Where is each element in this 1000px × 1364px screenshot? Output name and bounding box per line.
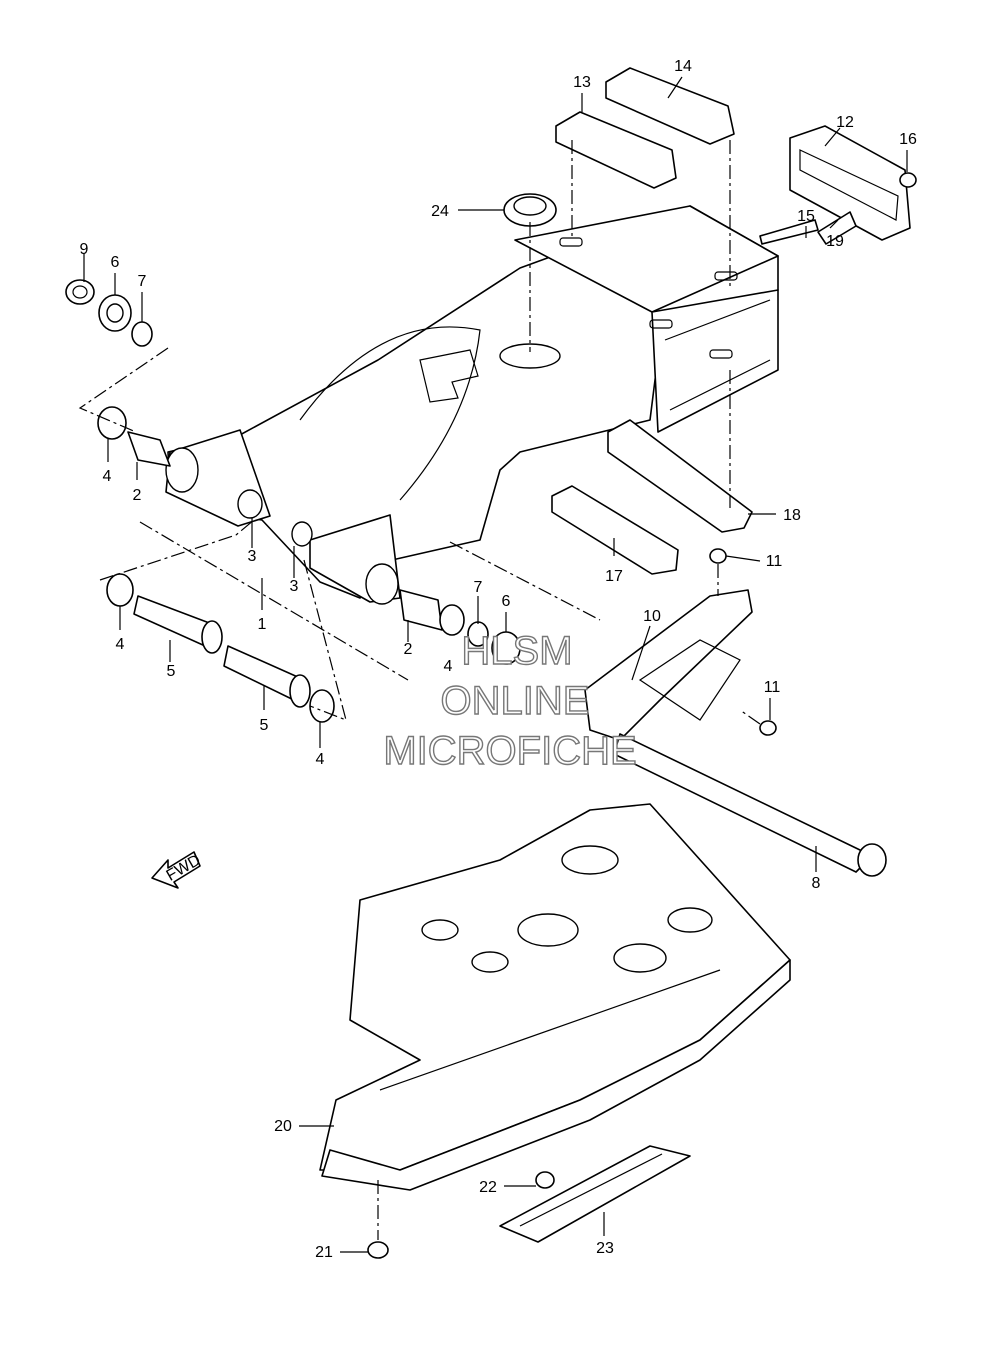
swivel-bracket — [165, 205, 779, 605]
grease-nipple-19 — [817, 211, 857, 245]
plate-18 — [607, 419, 753, 533]
fwd-arrow-icon: FWD — [151, 851, 204, 889]
callout-17: 17 — [605, 568, 623, 585]
callout-12: 12 — [836, 114, 854, 131]
nut-9 — [65, 279, 95, 305]
watermark-line2: ONLINE — [441, 679, 590, 723]
plate-14 — [605, 67, 735, 145]
callout-3: 3 — [248, 548, 257, 565]
callout-6: 6 — [502, 593, 511, 610]
callout-8: 8 — [812, 875, 821, 892]
washer-7 — [131, 321, 153, 347]
anode-23 — [499, 1145, 691, 1243]
bolt-22 — [535, 1171, 555, 1189]
callout-18: 18 — [783, 507, 801, 524]
bolt-21 — [367, 1241, 389, 1259]
bracket-10 — [584, 589, 753, 741]
callout-7: 7 — [474, 579, 483, 596]
callout-23: 23 — [596, 1240, 614, 1257]
callout-19: 19 — [826, 233, 844, 250]
callout-20: 20 — [274, 1118, 292, 1135]
callout-1: 1 — [258, 616, 267, 633]
callout-2: 2 — [404, 641, 413, 658]
callout-22: 22 — [479, 1179, 497, 1196]
bushing-4c — [309, 689, 335, 723]
watermark: HLSM ONLINE MICROFICHE — [383, 628, 638, 773]
bolts-lower — [367, 1145, 691, 1259]
callout-9: 9 — [80, 241, 89, 258]
plate-17 — [551, 485, 679, 575]
callout-7: 7 — [138, 273, 147, 290]
callout-11: 11 — [764, 679, 781, 696]
bushing-4d — [439, 604, 465, 636]
callout-5: 5 — [167, 663, 176, 680]
callout-15: 15 — [797, 208, 815, 225]
callout-16: 16 — [899, 131, 917, 148]
callouts: 1 2 2 3 3 4 4 4 4 5 5 6 6 7 7 8 9 10 11 … — [80, 58, 917, 1261]
callout-10: 10 — [643, 608, 661, 625]
plate-13 — [555, 111, 677, 189]
bushing-2a — [127, 431, 171, 467]
bushing-washer-group — [65, 279, 521, 723]
bushing-4a — [97, 406, 127, 440]
bushing-2b — [399, 589, 443, 631]
callout-21: 21 — [315, 1244, 333, 1261]
callout-2: 2 — [133, 487, 142, 504]
callout-5: 5 — [260, 717, 269, 734]
upper-right-parts — [503, 67, 917, 877]
bushing-4b — [106, 573, 134, 607]
callout-13: 13 — [573, 74, 591, 91]
bolt-11a — [709, 548, 727, 564]
callout-14: 14 — [674, 58, 692, 75]
callout-24: 24 — [431, 203, 449, 220]
callout-4: 4 — [116, 636, 125, 653]
callout-6: 6 — [111, 254, 120, 271]
bolt-11b — [759, 720, 777, 736]
watermark-line1: HLSM — [461, 629, 572, 673]
callout-3: 3 — [290, 578, 299, 595]
lower-case-20 — [319, 803, 791, 1191]
callout-4: 4 — [316, 751, 325, 768]
fwd-label: FWD — [164, 852, 204, 885]
callout-11: 11 — [766, 553, 783, 570]
callout-4: 4 — [444, 658, 453, 675]
leader-lines — [78, 76, 908, 1253]
callout-4: 4 — [103, 468, 112, 485]
stud-15 — [759, 219, 819, 245]
nut-16 — [899, 172, 917, 188]
watermark-line3: MICROFICHE — [383, 729, 636, 773]
